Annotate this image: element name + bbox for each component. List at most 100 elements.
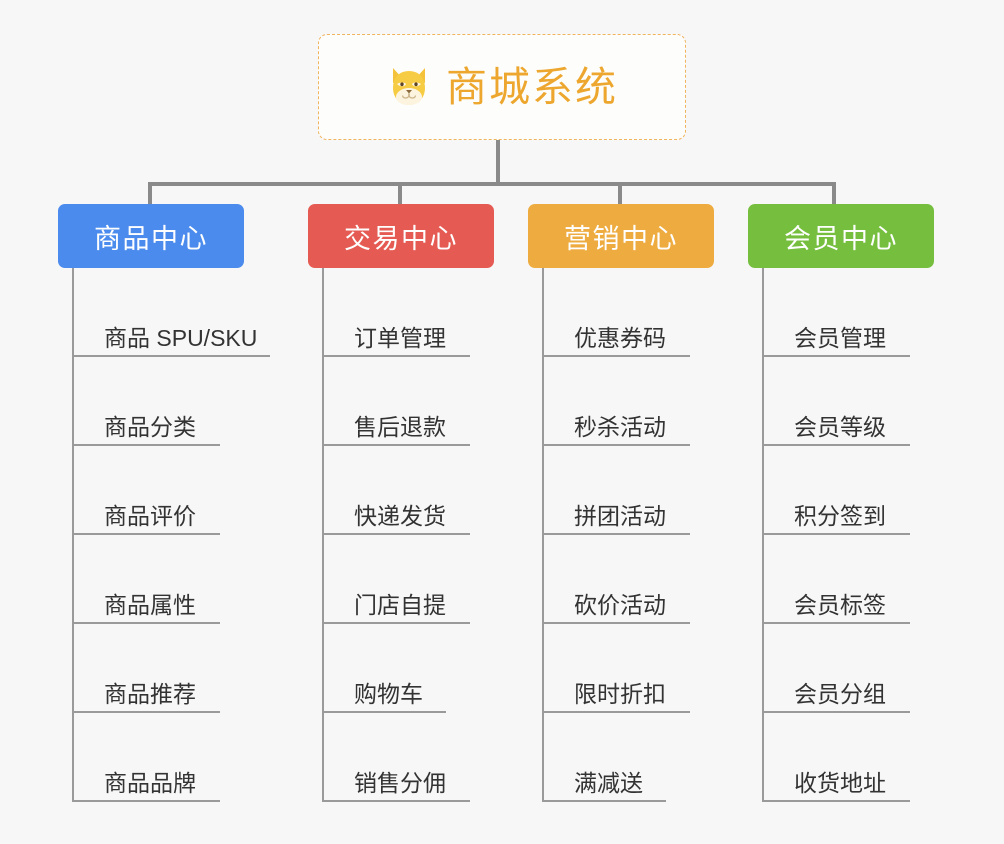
leaf-item-label: 满减送 — [574, 769, 643, 796]
leaf-underline — [72, 355, 270, 357]
root-node[interactable]: 商城系统 — [318, 34, 686, 140]
leaf-underline — [762, 533, 910, 535]
root-node-title: 商城系统 — [446, 63, 618, 110]
leaf-item-label: 会员等级 — [794, 413, 886, 440]
leaf-item[interactable]: 商品推荐 — [58, 624, 290, 713]
leaf-item[interactable]: 会员分组 — [748, 624, 934, 713]
shiba-dog-icon — [386, 64, 432, 110]
leaf-list-member-center: 会员管理 会员等级 积分签到 会员标签 会员分组 — [748, 268, 934, 802]
leaf-item[interactable]: 会员管理 — [748, 268, 934, 357]
leaf-underline — [322, 533, 470, 535]
connector-root-stem — [496, 140, 500, 184]
connector-drop-4 — [832, 182, 836, 204]
leaf-item-label: 订单管理 — [354, 324, 446, 351]
branch-column-member-center: 会员中心 会员管理 会员等级 积分签到 会员标签 — [748, 204, 934, 802]
leaf-item-label: 商品分类 — [104, 413, 196, 440]
leaf-item[interactable]: 会员标签 — [748, 535, 934, 624]
leaf-spine — [542, 268, 544, 802]
leaf-item-label: 拼团活动 — [574, 502, 666, 529]
leaf-spine — [762, 268, 764, 802]
leaf-item[interactable]: 优惠券码 — [528, 268, 714, 357]
category-header-label: 营销中心 — [564, 223, 678, 254]
leaf-underline — [322, 444, 470, 446]
leaf-list-marketing-center: 优惠券码 秒杀活动 拼团活动 砍价活动 限时折扣 — [528, 268, 714, 802]
leaf-underline — [542, 355, 690, 357]
leaf-underline — [762, 355, 910, 357]
branch-column-product-center: 商品中心 商品 SPU/SKU 商品分类 商品评价 商品属性 — [58, 204, 290, 802]
leaf-underline — [72, 711, 220, 713]
leaf-item-label: 砍价活动 — [574, 591, 666, 618]
leaf-list-trade-center: 订单管理 售后退款 快递发货 门店自提 购物车 — [308, 268, 496, 802]
leaf-item[interactable]: 商品品牌 — [58, 713, 290, 802]
leaf-underline — [542, 800, 666, 802]
leaf-underline — [322, 355, 470, 357]
category-header-label: 商品中心 — [94, 223, 208, 254]
leaf-item[interactable]: 订单管理 — [308, 268, 496, 357]
leaf-item[interactable]: 门店自提 — [308, 535, 496, 624]
leaf-underline — [72, 800, 220, 802]
leaf-spine — [322, 268, 324, 802]
leaf-item-label: 快递发货 — [354, 502, 446, 529]
leaf-item-label: 门店自提 — [354, 591, 446, 618]
leaf-item[interactable]: 秒杀活动 — [528, 357, 714, 446]
category-header-product-center[interactable]: 商品中心 — [58, 204, 244, 268]
leaf-underline — [322, 711, 446, 713]
leaf-item-label: 限时折扣 — [574, 680, 666, 707]
leaf-item-label: 秒杀活动 — [574, 413, 666, 440]
leaf-item[interactable]: 限时折扣 — [528, 624, 714, 713]
leaf-list-product-center: 商品 SPU/SKU 商品分类 商品评价 商品属性 商品推荐 — [58, 268, 290, 802]
category-header-label: 会员中心 — [784, 223, 898, 254]
leaf-item[interactable]: 砍价活动 — [528, 535, 714, 624]
leaf-item[interactable]: 积分签到 — [748, 446, 934, 535]
leaf-item[interactable]: 收货地址 — [748, 713, 934, 802]
connector-horizontal-bus — [148, 182, 836, 186]
leaf-item[interactable]: 商品属性 — [58, 535, 290, 624]
leaf-item-label: 售后退款 — [354, 413, 446, 440]
leaf-item-label: 会员分组 — [794, 680, 886, 707]
leaf-underline — [72, 533, 220, 535]
connector-drop-2 — [398, 182, 402, 204]
leaf-item[interactable]: 商品 SPU/SKU — [58, 268, 290, 357]
leaf-underline — [762, 622, 910, 624]
leaf-item[interactable]: 购物车 — [308, 624, 496, 713]
connector-drop-1 — [148, 182, 152, 204]
category-header-trade-center[interactable]: 交易中心 — [308, 204, 494, 268]
leaf-item[interactable]: 售后退款 — [308, 357, 496, 446]
leaf-item-label: 购物车 — [354, 680, 423, 707]
branch-column-trade-center: 交易中心 订单管理 售后退款 快递发货 门店自提 — [308, 204, 496, 802]
leaf-spine — [72, 268, 74, 802]
leaf-item[interactable]: 满减送 — [528, 713, 714, 802]
leaf-underline — [762, 800, 910, 802]
leaf-item-label: 商品品牌 — [104, 769, 196, 796]
root-node-wrapper: 商城系统 — [0, 34, 1004, 140]
leaf-underline — [542, 444, 690, 446]
leaf-item-label: 商品评价 — [104, 502, 196, 529]
leaf-item-label: 商品 SPU/SKU — [104, 324, 258, 351]
leaf-underline — [542, 711, 690, 713]
category-header-member-center[interactable]: 会员中心 — [748, 204, 934, 268]
leaf-item[interactable]: 商品评价 — [58, 446, 290, 535]
leaf-item[interactable]: 会员等级 — [748, 357, 934, 446]
leaf-underline — [542, 533, 690, 535]
leaf-underline — [762, 711, 910, 713]
connector-drop-3 — [618, 182, 622, 204]
leaf-underline — [322, 800, 470, 802]
category-header-marketing-center[interactable]: 营销中心 — [528, 204, 714, 268]
leaf-item-label: 优惠券码 — [574, 324, 666, 351]
category-header-label: 交易中心 — [344, 223, 458, 254]
leaf-item[interactable]: 商品分类 — [58, 357, 290, 446]
leaf-item[interactable]: 销售分佣 — [308, 713, 496, 802]
leaf-item-label: 商品推荐 — [104, 680, 196, 707]
leaf-item[interactable]: 拼团活动 — [528, 446, 714, 535]
leaf-underline — [72, 444, 220, 446]
leaf-item-label: 商品属性 — [104, 591, 196, 618]
leaf-item[interactable]: 快递发货 — [308, 446, 496, 535]
branch-column-marketing-center: 营销中心 优惠券码 秒杀活动 拼团活动 砍价活动 — [528, 204, 714, 802]
root-node-content: 商城系统 — [386, 64, 618, 110]
leaf-underline — [322, 622, 470, 624]
leaf-item-label: 收货地址 — [794, 769, 886, 796]
leaf-item-label: 销售分佣 — [354, 769, 446, 796]
leaf-underline — [72, 622, 220, 624]
branch-columns: 商品中心 商品 SPU/SKU 商品分类 商品评价 商品属性 — [0, 204, 1004, 844]
